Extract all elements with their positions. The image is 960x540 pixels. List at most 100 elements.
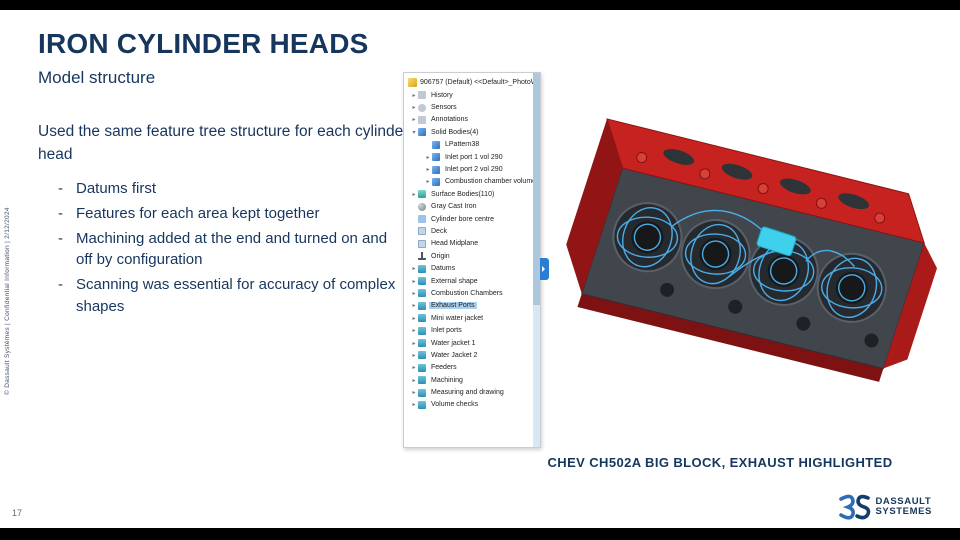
- bullet-dash: [58, 228, 76, 272]
- expand-arrow-icon[interactable]: ▸: [412, 340, 416, 347]
- feature-tree-root[interactable]: 906757 (Default) <<Default>_PhotoWork: [404, 76, 540, 89]
- expand-arrow-icon[interactable]: ▸: [412, 402, 416, 409]
- expand-arrow-icon[interactable]: ▸: [412, 278, 416, 285]
- folder-icon: [418, 326, 426, 335]
- feature-tree-item-label: Water Jacket 2: [431, 351, 478, 359]
- feature-tree-item-label: Inlet port 2 vol 290: [445, 166, 503, 174]
- feature-tree-item[interactable]: ▸ Inlet port 2 vol 290: [404, 163, 533, 175]
- origin-icon: [418, 252, 426, 261]
- page-title: IRON CYLINDER HEADS: [38, 28, 369, 59]
- expand-arrow-icon[interactable]: ▸: [412, 365, 416, 372]
- feature-tree-item[interactable]: ▸ Exhaust Ports: [404, 300, 533, 312]
- feature-tree-item[interactable]: ▸ External shape: [404, 275, 533, 287]
- folder-icon: [418, 351, 426, 360]
- feature-tree-item-label: Cylinder bore centre: [431, 215, 495, 223]
- feature-tree-list: ▸ History ▸ Sensors ▸ Annotations ▾ Soli…: [404, 89, 540, 411]
- feature-tree-item[interactable]: ▸ Feeders: [404, 362, 533, 374]
- bullet-dash: [58, 274, 76, 318]
- feature-tree-item-label: History: [431, 91, 453, 99]
- feature-tree-item-label: Measuring and drawing: [431, 389, 504, 397]
- selected-face-highlight: [756, 226, 797, 257]
- expand-arrow-icon[interactable]: ▸: [412, 117, 416, 124]
- folder-icon: [418, 289, 426, 298]
- expand-arrow-icon[interactable]: ▸: [412, 315, 416, 322]
- feature-tree-item[interactable]: ▾ Solid Bodies(4): [404, 126, 533, 138]
- folder-icon: [418, 400, 426, 409]
- cube-icon: [432, 165, 440, 174]
- feature-tree-item-label: Head Midplane: [431, 240, 479, 248]
- panel-flyout-arrow[interactable]: [540, 258, 549, 280]
- feature-tree-item[interactable]: ▸ History: [404, 89, 533, 101]
- bullet-item: Datums first: [58, 178, 403, 200]
- feature-tree-item[interactable]: ▸ Annotations: [404, 114, 533, 126]
- expand-arrow-icon[interactable]: ▸: [412, 303, 416, 310]
- tree-scrollbar-thumb[interactable]: [533, 73, 540, 305]
- feature-tree-item-label: LPattern38: [445, 141, 480, 149]
- feature-tree-item[interactable]: Gray Cast Iron: [404, 201, 533, 213]
- bullet-text: Datums first: [76, 180, 157, 197]
- feature-tree-item-label: Origin: [431, 252, 450, 260]
- folder-icon: [418, 264, 426, 273]
- expand-arrow-icon[interactable]: ▸: [412, 105, 416, 112]
- bullet-list: Datums first Features for each area kept…: [58, 178, 403, 321]
- feature-tree-item[interactable]: ▸ Machining: [404, 374, 533, 386]
- feature-tree-item-label: Annotations: [431, 116, 468, 124]
- folder-icon: [418, 314, 426, 323]
- feature-tree-item[interactable]: Cylinder bore centre: [404, 213, 533, 225]
- feature-tree-item-label: Datums: [431, 265, 456, 273]
- feature-tree-item[interactable]: ▸ Volume checks: [404, 399, 533, 411]
- expand-arrow-icon[interactable]: ▸: [412, 290, 416, 297]
- bullet-item: Scanning was essential for accuracy of c…: [58, 274, 403, 318]
- bullet-dash: [58, 178, 76, 200]
- feature-tree-item-label: Exhaust Ports: [429, 302, 477, 310]
- expand-arrow-icon[interactable]: ▾: [412, 129, 416, 136]
- plane-icon: [418, 227, 426, 236]
- feature-tree-item[interactable]: ▸ Inlet ports: [404, 324, 533, 336]
- feature-tree-item-label: Inlet port 1 vol 290: [445, 153, 503, 161]
- surface-bodies-icon: [418, 190, 426, 199]
- bullet-text: Machining added at the end and turned on…: [76, 229, 388, 269]
- expand-arrow-icon[interactable]: ▸: [426, 167, 430, 174]
- feature-tree-item-label: Solid Bodies(4): [431, 128, 479, 136]
- feature-tree-item[interactable]: ▸ Measuring and drawing: [404, 386, 533, 398]
- folder-icon: [418, 301, 426, 310]
- expand-arrow-icon[interactable]: ▸: [412, 377, 416, 384]
- feature-tree-item-label: Combustion chamber volume 1: [445, 178, 541, 186]
- feature-tree-item[interactable]: Origin: [404, 250, 533, 262]
- model-viewport[interactable]: [545, 88, 945, 433]
- tree-scrollbar[interactable]: [533, 73, 540, 447]
- expand-arrow-icon[interactable]: ▸: [412, 328, 416, 335]
- model-caption: CHEV CH502A BIG BLOCK, EXHAUST HIGHLIGHT…: [547, 455, 893, 470]
- feature-tree-item[interactable]: ▸ Datums: [404, 262, 533, 274]
- feature-tree-item[interactable]: LPattern38: [404, 139, 533, 151]
- feature-tree-item[interactable]: ▸ Water Jacket 2: [404, 349, 533, 361]
- expand-arrow-icon[interactable]: ▸: [426, 179, 430, 186]
- expand-arrow-icon[interactable]: ▸: [426, 154, 430, 161]
- expand-arrow-icon[interactable]: ▸: [412, 92, 416, 99]
- feature-tree-item[interactable]: Deck: [404, 225, 533, 237]
- feature-tree-item[interactable]: ▸ Combustion chamber volume 1: [404, 176, 540, 188]
- feature-tree-item[interactable]: ▸ Inlet port 1 vol 290: [404, 151, 533, 163]
- expand-arrow-icon[interactable]: ▸: [412, 390, 416, 397]
- feature-tree-item[interactable]: Head Midplane: [404, 238, 533, 250]
- annotations-icon: [418, 115, 426, 124]
- feature-tree-item-label: Volume checks: [431, 401, 479, 409]
- feature-tree-item[interactable]: ▸ Sensors: [404, 101, 533, 113]
- expand-arrow-icon[interactable]: ▸: [412, 352, 416, 359]
- expand-arrow-icon[interactable]: ▸: [412, 266, 416, 273]
- feature-tree-item[interactable]: ▸ Combustion Chambers: [404, 287, 533, 299]
- folder-icon: [418, 376, 426, 385]
- feature-tree-item[interactable]: ▸ Mini water jacket: [404, 312, 533, 324]
- feature-tree-item[interactable]: ▸ Surface Bodies(110): [404, 188, 533, 200]
- sensors-icon: [418, 103, 426, 112]
- feature-tree-panel: 906757 (Default) <<Default>_PhotoWork ▸ …: [403, 72, 541, 448]
- feature-tree-item-label: Combustion Chambers: [431, 289, 503, 297]
- expand-arrow-icon[interactable]: ▸: [412, 191, 416, 198]
- bullet-item: Machining added at the end and turned on…: [58, 228, 403, 272]
- dassault-systemes-logo: DASSAULT SYSTEMES: [837, 493, 932, 521]
- feature-tree-item[interactable]: ▸ Water jacket 1: [404, 337, 533, 349]
- folder-icon: [418, 363, 426, 372]
- feature-tree-item-label: Feeders: [431, 364, 457, 372]
- feature-tree-item-label: Surface Bodies(110): [431, 190, 495, 198]
